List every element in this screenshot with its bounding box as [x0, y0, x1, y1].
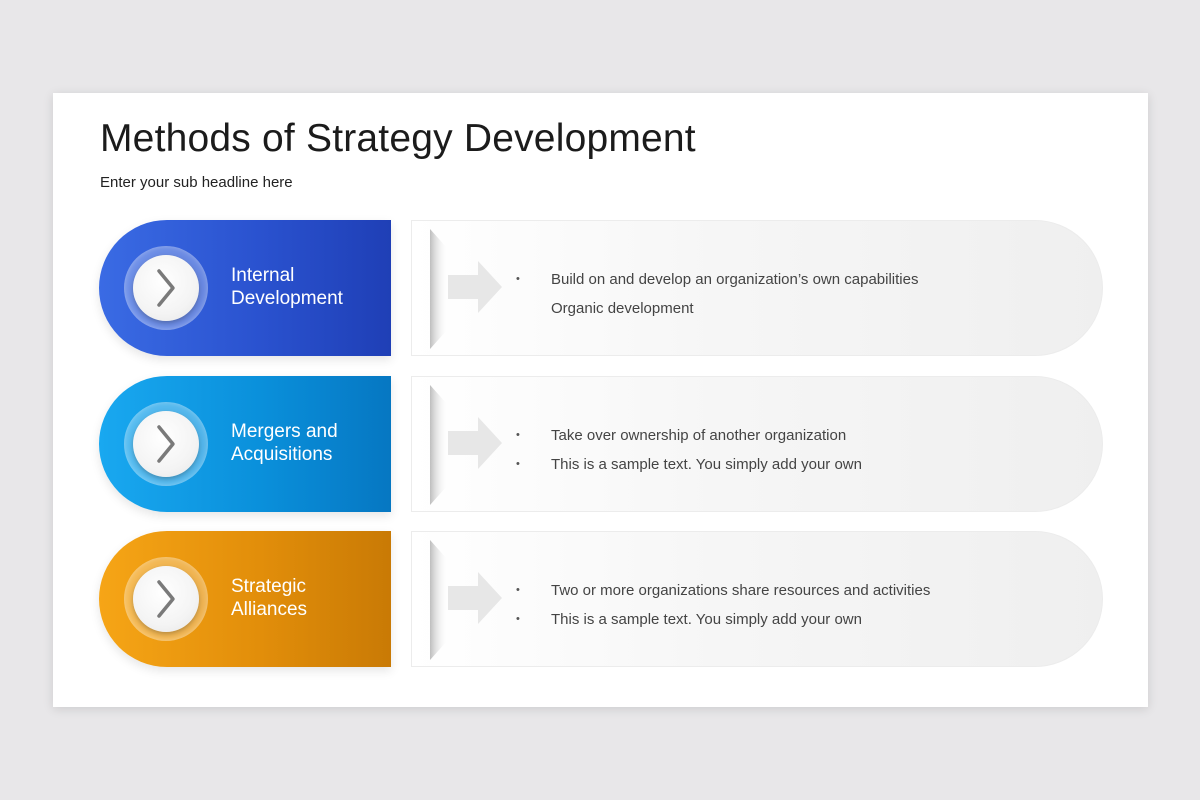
method-description-card: •Two or more organizations share resourc…: [411, 531, 1103, 667]
slide-title: Methods of Strategy Development: [100, 117, 696, 160]
method-label: Strategic Alliances: [231, 576, 308, 620]
icon-badge: [124, 557, 208, 641]
method-label-pill: Internal Development: [99, 220, 391, 356]
arrow-right-icon: [430, 540, 502, 660]
method-label-pill: Mergers and Acquisitions: [99, 376, 391, 512]
chevron-right-icon: [157, 425, 175, 463]
method-row-mergers-acquisitions: Mergers and Acquisitions •Take over owne…: [99, 376, 1103, 512]
list-item: •This is a sample text. You simply add y…: [516, 456, 862, 473]
list-item: •Two or more organizations share resourc…: [516, 582, 931, 599]
slide: Methods of Strategy Development Enter yo…: [53, 93, 1148, 707]
chevron-right-icon: [157, 269, 175, 307]
list-item: •Build on and develop an organization’s …: [516, 271, 919, 288]
method-row-internal-development: Internal Development •Build on and devel…: [99, 220, 1103, 356]
bullet-list: •Build on and develop an organization’s …: [516, 265, 918, 323]
slide-subtitle: Enter your sub headline here: [100, 174, 293, 191]
icon-badge: [124, 402, 208, 486]
method-description-card: •Take over ownership of another organiza…: [411, 376, 1103, 512]
list-item: •Take over ownership of another organiza…: [516, 427, 847, 444]
method-row-strategic-alliances: Strategic Alliances •Two or more organiz…: [99, 531, 1103, 667]
list-item: Organic development: [551, 300, 694, 317]
chevron-right-icon: [157, 580, 175, 618]
icon-badge: [124, 246, 208, 330]
bullet-list: •Take over ownership of another organiza…: [516, 421, 862, 479]
bullet-list: •Two or more organizations share resourc…: [516, 576, 930, 634]
method-label: Internal Development: [231, 265, 343, 309]
list-item: •This is a sample text. You simply add y…: [516, 611, 862, 628]
arrow-right-icon: [430, 229, 502, 349]
method-label-pill: Strategic Alliances: [99, 531, 391, 667]
method-label: Mergers and Acquisitions: [231, 421, 338, 465]
method-description-card: •Build on and develop an organization’s …: [411, 220, 1103, 356]
arrow-right-icon: [430, 385, 502, 505]
